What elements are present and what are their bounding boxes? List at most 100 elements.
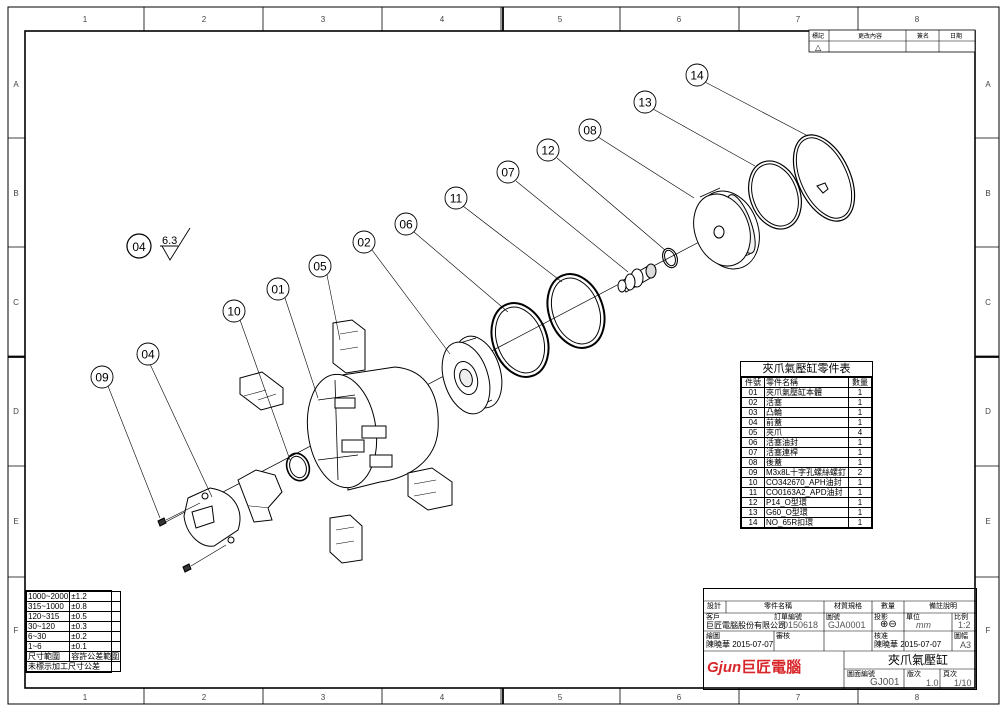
part-qty: 1: [848, 457, 872, 468]
header-part-name: 零件名稱: [764, 377, 849, 388]
balloon-circle: [578, 118, 602, 142]
part-name: NO_65R扣環: [764, 517, 849, 528]
tb-sheet: A3: [960, 640, 972, 650]
part-number: 01: [741, 387, 765, 398]
tb-sheet-label: 圖幅: [954, 633, 968, 640]
zone-col-label-top: 5: [558, 15, 563, 24]
svg-text:更改內容: 更改內容: [858, 32, 882, 40]
balloon-circle: [308, 254, 332, 278]
tolerance-value: ±1.2: [69, 591, 122, 602]
balloon-number: 14: [690, 69, 704, 83]
part-11-seal: [546, 273, 606, 349]
tb-version-label: 版次: [907, 671, 921, 678]
balloon-number: 09: [95, 371, 109, 385]
brand-logo: Gjun巨匠電腦: [707, 656, 801, 677]
balloon-number: 11: [450, 192, 463, 206]
tolerance-row: 1~6±0.1: [25, 641, 122, 652]
tb-qty-label: 數量: [881, 603, 895, 610]
tb-title: 夾爪氣壓缸: [888, 653, 949, 667]
size-range: 30~120: [25, 621, 71, 632]
zone-col-label-top: 3: [321, 15, 326, 24]
svg-text:簽名: 簽名: [917, 32, 929, 40]
svg-text:04: 04: [132, 240, 146, 254]
tb-material-label: 材質規格: [834, 603, 862, 610]
zone-col-label-bottom: 8: [915, 693, 920, 702]
brand-latin: Gjun: [707, 659, 742, 676]
zone-row-label-left: B: [13, 189, 18, 198]
exploded-view: [157, 134, 856, 573]
zone-col-label-top: 8: [915, 15, 920, 24]
part-qty: 1: [848, 417, 872, 428]
tolerance-value: ±0.2: [69, 631, 122, 642]
part-qty: 4: [848, 427, 872, 438]
part-number: 04: [741, 417, 765, 428]
part-number: 12: [741, 497, 765, 508]
part-number: 02: [741, 397, 765, 408]
balloon-number: 10: [227, 305, 241, 319]
part-name: CO342670_APH油封: [764, 477, 849, 488]
part-number: 08: [741, 457, 765, 468]
balloon-circle: [394, 212, 418, 236]
zone-col-label-bottom: 2: [202, 693, 207, 702]
part-qty: 1: [848, 497, 872, 508]
zone-row-label-left: E: [13, 517, 18, 526]
brand-name: 巨匠電腦: [741, 659, 802, 676]
tb-check-label: 審核: [776, 633, 790, 640]
tolerance-row: 1000~2000±1.2: [25, 591, 122, 602]
part-name: 活塞油封: [764, 437, 849, 448]
title-block: 設計 零件名稱 材質規格 數量 備註說明 客戶 巨匠電腦股份有限公司 訂單編號 …: [703, 588, 977, 690]
part-qty: 1: [848, 507, 872, 518]
part-name: 後蓋: [764, 457, 849, 468]
part-08-rear-cover: [693, 187, 760, 270]
part-05-jaws: [239, 319, 453, 564]
zone-col-label-bottom: 3: [321, 693, 326, 702]
part-02-piston: [441, 335, 503, 415]
zone-row-label-left: D: [13, 407, 19, 416]
part-03-cam: [237, 469, 283, 523]
part-qty: 1: [848, 447, 872, 458]
tolerance-row: 315~1000±0.8: [25, 601, 122, 612]
size-range: 1000~2000: [25, 591, 71, 602]
zone-row-label-left: C: [13, 298, 19, 307]
part-qty: 1: [848, 407, 872, 418]
balloon-number: 13: [638, 96, 652, 110]
zone-row-label-right: A: [985, 80, 991, 89]
tb-unit-label: 單位: [906, 614, 920, 621]
zone-row-label-right: F: [986, 626, 991, 635]
part-number: 03: [741, 407, 765, 418]
zone-row-label-right: E: [985, 517, 990, 526]
header-qty: 數量: [848, 377, 872, 388]
svg-text:標記: 標記: [812, 32, 824, 40]
leader-lines: [107, 81, 809, 519]
zone-col-label-bottom: 7: [796, 693, 801, 702]
header-item-no: 件號: [741, 377, 765, 388]
part-10-seal: [285, 452, 311, 482]
size-range: 尺寸範圍: [25, 651, 71, 662]
balloon-number: 05: [313, 260, 327, 274]
zone-col-label-bottom: 5: [558, 693, 563, 702]
zone-row-label-left: F: [14, 626, 19, 635]
balloon-number: 07: [501, 166, 515, 180]
zone-col-label-top: 7: [796, 15, 801, 24]
zone-col-label-bottom: 4: [440, 693, 445, 702]
projection-symbol-icon: ⊕⊖: [880, 619, 897, 630]
part-number: 10: [741, 477, 765, 488]
balloon-number: 06: [399, 218, 413, 232]
part-name: 活塞連桿: [764, 447, 849, 458]
zone-row-label-left: A: [13, 80, 19, 89]
tb-drawing-label: 圖號: [826, 614, 840, 621]
zone-row-label-right: D: [985, 407, 991, 416]
tb-designer-label: 設計: [707, 603, 721, 610]
part-04-front-cover: [183, 487, 241, 547]
